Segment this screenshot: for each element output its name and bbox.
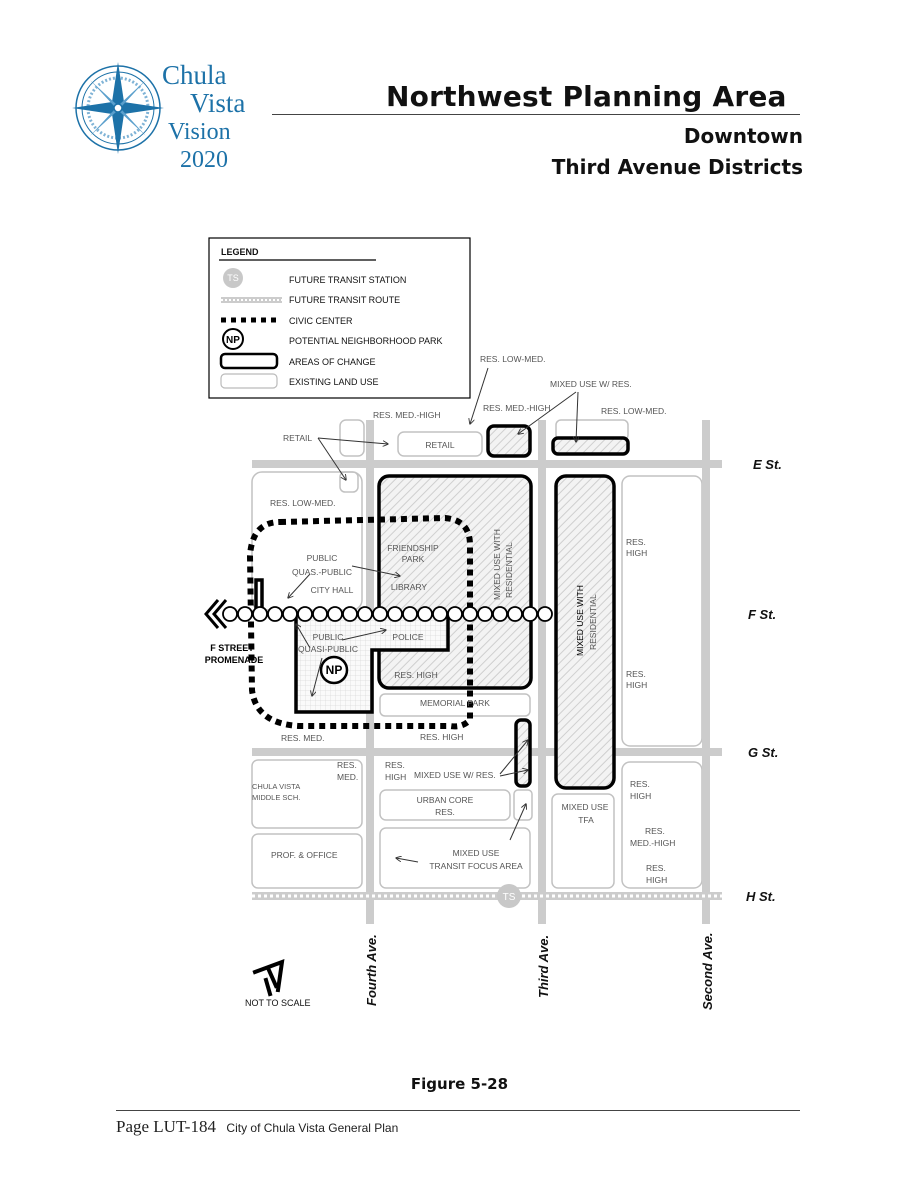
- svg-text:RETAIL: RETAIL: [425, 440, 454, 450]
- svg-text:PROF. & OFFICE: PROF. & OFFICE: [271, 850, 338, 860]
- svg-text:HIGH: HIGH: [626, 680, 647, 690]
- logo-word-2020: 2020: [180, 147, 228, 173]
- svg-text:F STREET: F STREET: [210, 643, 254, 653]
- svg-text:TRANSIT FOCUS AREA: TRANSIT FOCUS AREA: [429, 861, 523, 871]
- svg-text:CIVIC CENTER: CIVIC CENTER: [289, 316, 353, 326]
- logo-word-chula: Chula: [162, 60, 227, 90]
- svg-text:FUTURE TRANSIT ROUTE: FUTURE TRANSIT ROUTE: [289, 295, 400, 305]
- svg-text:RES.: RES.: [435, 807, 455, 817]
- svg-text:PUBLIC: PUBLIC: [313, 632, 344, 642]
- plan-name: City of Chula Vista General Plan: [226, 1121, 399, 1135]
- logo-word-vista: Vista: [190, 88, 246, 118]
- neighborhood-park-symbol: NP: [319, 655, 349, 685]
- svg-text:Third Ave.: Third Ave.: [536, 935, 551, 998]
- svg-text:RES.: RES.: [646, 863, 666, 873]
- svg-text:MIXED USE WITH: MIXED USE WITH: [575, 585, 585, 656]
- land-use-labels: RES. LOW-MED. MIXED USE W/ RES. RES. MED…: [205, 354, 676, 885]
- street-labels: E St. F St. G St. H St. Fourth Ave. Thir…: [364, 457, 782, 1010]
- svg-text:PARK: PARK: [402, 554, 425, 564]
- svg-text:PUBLIC: PUBLIC: [307, 553, 338, 563]
- svg-text:RES. HIGH: RES. HIGH: [420, 732, 463, 742]
- svg-text:MIXED USE W/ RES.: MIXED USE W/ RES.: [414, 770, 496, 780]
- svg-text:TS: TS: [503, 892, 516, 903]
- svg-text:E St.: E St.: [753, 457, 782, 472]
- svg-text:RES.: RES.: [626, 537, 646, 547]
- svg-text:NP: NP: [226, 335, 240, 346]
- svg-text:F St.: F St.: [748, 607, 776, 622]
- svg-text:CITY HALL: CITY HALL: [311, 585, 354, 595]
- svg-text:CHULA VISTA: CHULA VISTA: [252, 782, 300, 791]
- svg-text:POTENTIAL NEIGHBORHOOD PARK: POTENTIAL NEIGHBORHOOD PARK: [289, 336, 443, 346]
- svg-text:TS: TS: [227, 273, 239, 283]
- svg-text:RES. MED.-HIGH: RES. MED.-HIGH: [483, 403, 551, 413]
- svg-text:RETAIL: RETAIL: [283, 433, 312, 443]
- civic-center-boundary: [246, 514, 473, 730]
- svg-text:H St.: H St.: [746, 889, 776, 904]
- svg-text:PROMENADE: PROMENADE: [205, 655, 264, 665]
- svg-text:Fourth Ave.: Fourth Ave.: [364, 934, 379, 1006]
- svg-text:RES. MED.: RES. MED.: [281, 733, 324, 743]
- svg-text:Second Ave.: Second Ave.: [700, 932, 715, 1010]
- svg-text:MIXED USE: MIXED USE: [562, 802, 609, 812]
- svg-text:RES. LOW-MED.: RES. LOW-MED.: [270, 498, 336, 508]
- footer-rule: [116, 1110, 800, 1111]
- svg-text:RES.: RES.: [385, 760, 405, 770]
- transit-station-symbol: TS: [497, 884, 521, 908]
- svg-text:MIXED USE W/ RES.: MIXED USE W/ RES.: [550, 379, 632, 389]
- svg-text:MIXED USE: MIXED USE: [453, 848, 500, 858]
- svg-text:AREAS OF CHANGE: AREAS OF CHANGE: [289, 357, 376, 367]
- svg-text:MIXED USE WITH: MIXED USE WITH: [492, 529, 502, 600]
- svg-text:MIDDLE SCH.: MIDDLE SCH.: [252, 793, 300, 802]
- map-legend: LEGEND TS FUTURE TRANSIT STATION FUTURE …: [208, 237, 471, 399]
- svg-text:RES.: RES.: [645, 826, 665, 836]
- svg-text:RES.: RES.: [630, 779, 650, 789]
- f-street-promenade-chevron-icon: [204, 599, 228, 629]
- chula-vista-vision-logo: Chula Vista Vision 2020: [70, 58, 270, 178]
- areas-of-change: [254, 424, 630, 790]
- transit-station-icon: [223, 268, 243, 288]
- svg-text:HIGH: HIGH: [626, 548, 647, 558]
- svg-text:QUASI-PUBLIC: QUASI-PUBLIC: [298, 644, 358, 654]
- page-number: Page LUT-184: [116, 1117, 216, 1136]
- svg-text:RESIDENTIAL: RESIDENTIAL: [588, 594, 598, 650]
- page-title: Northwest Planning Area: [386, 80, 787, 113]
- page-subtitle-districts: Third Avenue Districts: [551, 155, 803, 179]
- svg-text:RES. MED.-HIGH: RES. MED.-HIGH: [373, 410, 441, 420]
- svg-text:MEMORIAL PARK: MEMORIAL PARK: [420, 698, 490, 708]
- svg-text:EXISTING LAND USE: EXISTING LAND USE: [289, 377, 379, 387]
- svg-text:RES. LOW-MED.: RES. LOW-MED.: [480, 354, 546, 364]
- svg-text:RESIDENTIAL: RESIDENTIAL: [504, 542, 514, 598]
- svg-text:POLICE: POLICE: [392, 632, 424, 642]
- figure-caption: Figure 5-28: [410, 1075, 509, 1093]
- legend-heading: LEGEND: [221, 247, 259, 257]
- svg-text:RES. HIGH: RES. HIGH: [394, 670, 437, 680]
- svg-text:QUAS.-PUBLIC: QUAS.-PUBLIC: [292, 567, 352, 577]
- north-arrow-icon: [252, 958, 285, 997]
- svg-text:LIBRARY: LIBRARY: [391, 582, 428, 592]
- svg-text:NP: NP: [326, 663, 343, 677]
- svg-text:FRIENDSHIP: FRIENDSHIP: [387, 543, 439, 553]
- page-footer: Page LUT-184 City of Chula Vista General…: [116, 1117, 398, 1137]
- compass-rose-icon: [72, 62, 164, 154]
- svg-text:TFA: TFA: [578, 815, 594, 825]
- svg-text:MED.-HIGH: MED.-HIGH: [630, 838, 675, 848]
- f-street-transit-route: [222, 606, 553, 622]
- svg-text:HIGH: HIGH: [630, 791, 651, 801]
- svg-text:RES. LOW-MED.: RES. LOW-MED.: [601, 406, 667, 416]
- svg-text:HIGH: HIGH: [646, 875, 667, 885]
- svg-text:G St.: G St.: [748, 745, 778, 760]
- page-subtitle-downtown: Downtown: [683, 124, 803, 148]
- svg-text:HIGH: HIGH: [385, 772, 406, 782]
- logo-word-vision: Vision: [168, 119, 231, 145]
- svg-text:FUTURE TRANSIT STATION: FUTURE TRANSIT STATION: [289, 275, 406, 285]
- title-rule: [272, 114, 800, 115]
- not-to-scale-note: NOT TO SCALE: [245, 998, 311, 1008]
- svg-text:RES.: RES.: [626, 669, 646, 679]
- svg-text:RES.: RES.: [337, 760, 357, 770]
- svg-text:URBAN CORE: URBAN CORE: [417, 795, 474, 805]
- annotation-arrows: [288, 367, 578, 863]
- svg-text:MED.: MED.: [337, 772, 358, 782]
